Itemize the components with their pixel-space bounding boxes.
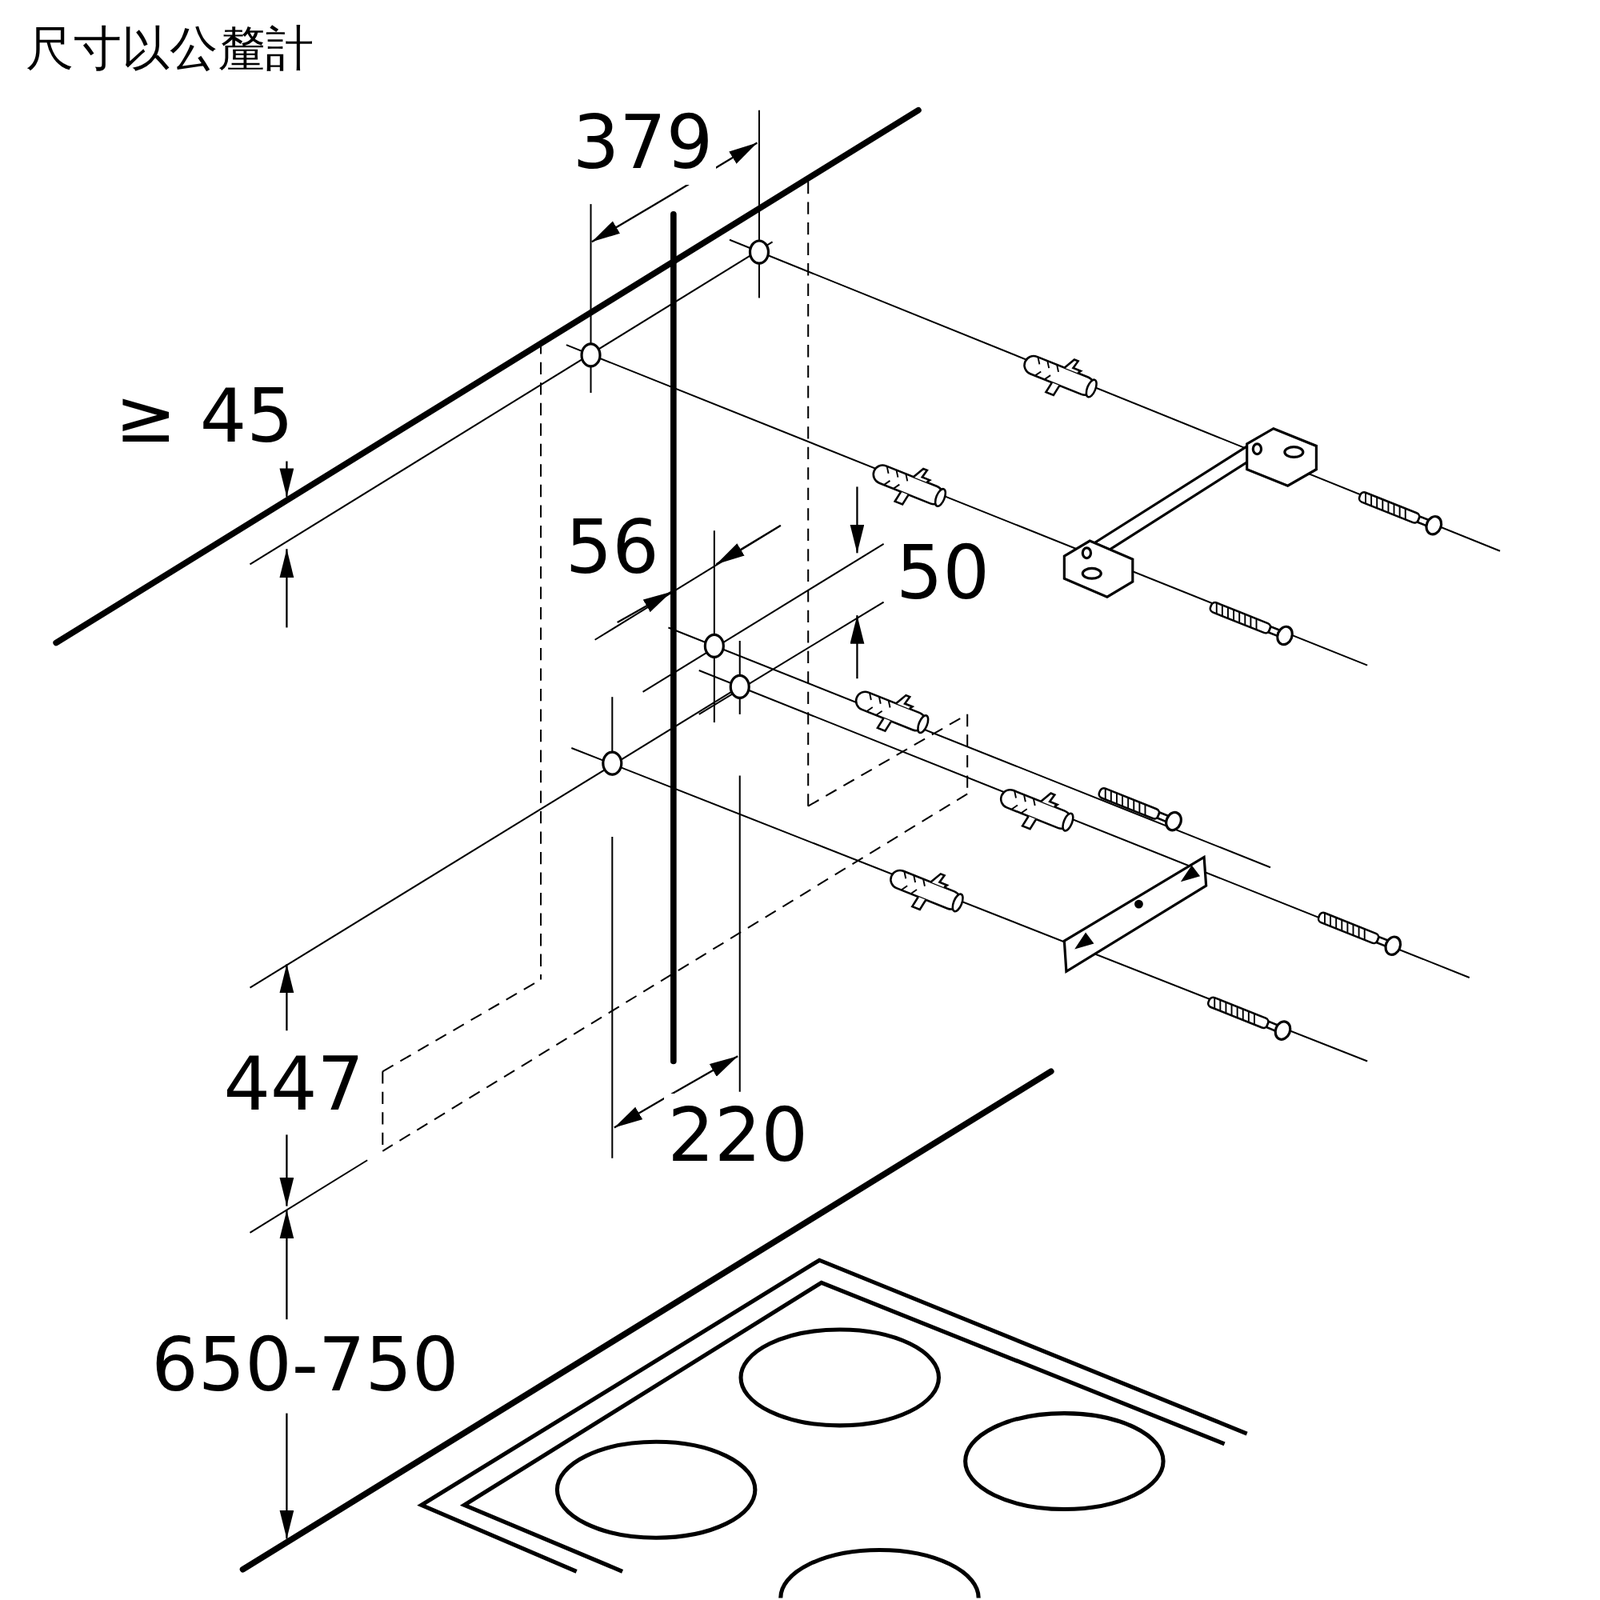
axis-line <box>566 344 1368 666</box>
dimension-arrow <box>285 1413 288 1540</box>
dimension-arrow <box>617 592 672 623</box>
dimension-label: 379 <box>569 100 717 186</box>
hob-inner-outline <box>464 1282 1224 1572</box>
chimney-line <box>670 214 677 1062</box>
drill-hole <box>704 634 724 657</box>
wall-plug <box>1017 343 1104 409</box>
burner <box>780 1550 979 1599</box>
burner <box>740 1329 939 1426</box>
dimension-arrow <box>592 192 675 242</box>
burner <box>965 1413 1164 1510</box>
dimension-arrow <box>856 486 858 553</box>
hole <box>1136 900 1143 908</box>
axis-line <box>729 240 1500 552</box>
slot <box>1077 934 1092 947</box>
wall-plug <box>848 678 935 744</box>
axis-line <box>699 670 1470 978</box>
hob <box>421 1260 1248 1598</box>
wall-plug <box>994 776 1080 843</box>
dimension-arrow <box>675 1056 738 1092</box>
extension-line <box>250 1160 368 1233</box>
extension-line <box>250 686 740 988</box>
screw <box>1316 908 1404 958</box>
extension-line <box>250 241 773 564</box>
dimension-label: 50 <box>892 531 993 616</box>
dashed-line <box>807 181 809 807</box>
extension-line <box>758 110 760 299</box>
slot <box>1184 867 1199 880</box>
dimension-arrow <box>285 1134 288 1206</box>
dimension-label: 220 <box>664 1093 812 1179</box>
wall-plug <box>866 452 952 518</box>
dimension-arrow <box>285 1210 288 1320</box>
dashed-line <box>966 714 968 794</box>
drill-hole <box>603 752 622 775</box>
slot <box>1284 447 1304 458</box>
dimension-arrow <box>716 525 780 564</box>
dimension-arrow <box>285 461 288 498</box>
slot <box>1252 444 1261 455</box>
construction-lines <box>250 110 1501 1233</box>
screw <box>1205 992 1293 1042</box>
dimension-label: 650-750 <box>148 1323 462 1408</box>
dashed-line <box>540 341 542 980</box>
bracket-plate <box>1064 856 1206 972</box>
dashed-line <box>381 1071 384 1151</box>
ceiling-edge <box>56 110 919 644</box>
dimension-label: ≥ 45 <box>111 374 296 460</box>
screw <box>1356 487 1444 537</box>
axis-line <box>571 748 1368 1062</box>
extension-line <box>643 544 884 692</box>
fixings <box>848 343 1444 1042</box>
dimension-arrow <box>285 548 288 628</box>
screw <box>1207 597 1295 648</box>
extension-line <box>739 775 741 1092</box>
drill-hole <box>581 344 600 367</box>
upper-bracket <box>1064 428 1316 597</box>
axis-line <box>668 627 1271 868</box>
extension-line <box>611 836 613 1159</box>
dimension-label: 447 <box>220 1042 368 1128</box>
drill-hole <box>750 240 769 264</box>
dimension-arrow <box>856 615 858 679</box>
hob-outline <box>421 1260 1248 1572</box>
worktop-edge <box>243 1071 1052 1569</box>
thick-edges <box>56 110 1052 1570</box>
dimension-label: 56 <box>562 505 663 591</box>
drill-hole <box>730 675 749 698</box>
extension-line <box>713 530 716 723</box>
units-note: 尺寸以公釐計 <box>22 20 317 76</box>
dashed-line <box>382 979 541 1072</box>
slot <box>1082 568 1101 579</box>
hood-outline <box>382 181 968 1152</box>
bracket-plate <box>1064 540 1132 597</box>
bracket-plate <box>1247 428 1317 486</box>
dimension-arrow <box>285 964 288 1031</box>
slot <box>1082 548 1091 559</box>
burner <box>556 1441 755 1538</box>
wall-plug <box>884 857 970 924</box>
screw <box>1096 783 1184 833</box>
lower-bracket <box>1064 856 1206 972</box>
